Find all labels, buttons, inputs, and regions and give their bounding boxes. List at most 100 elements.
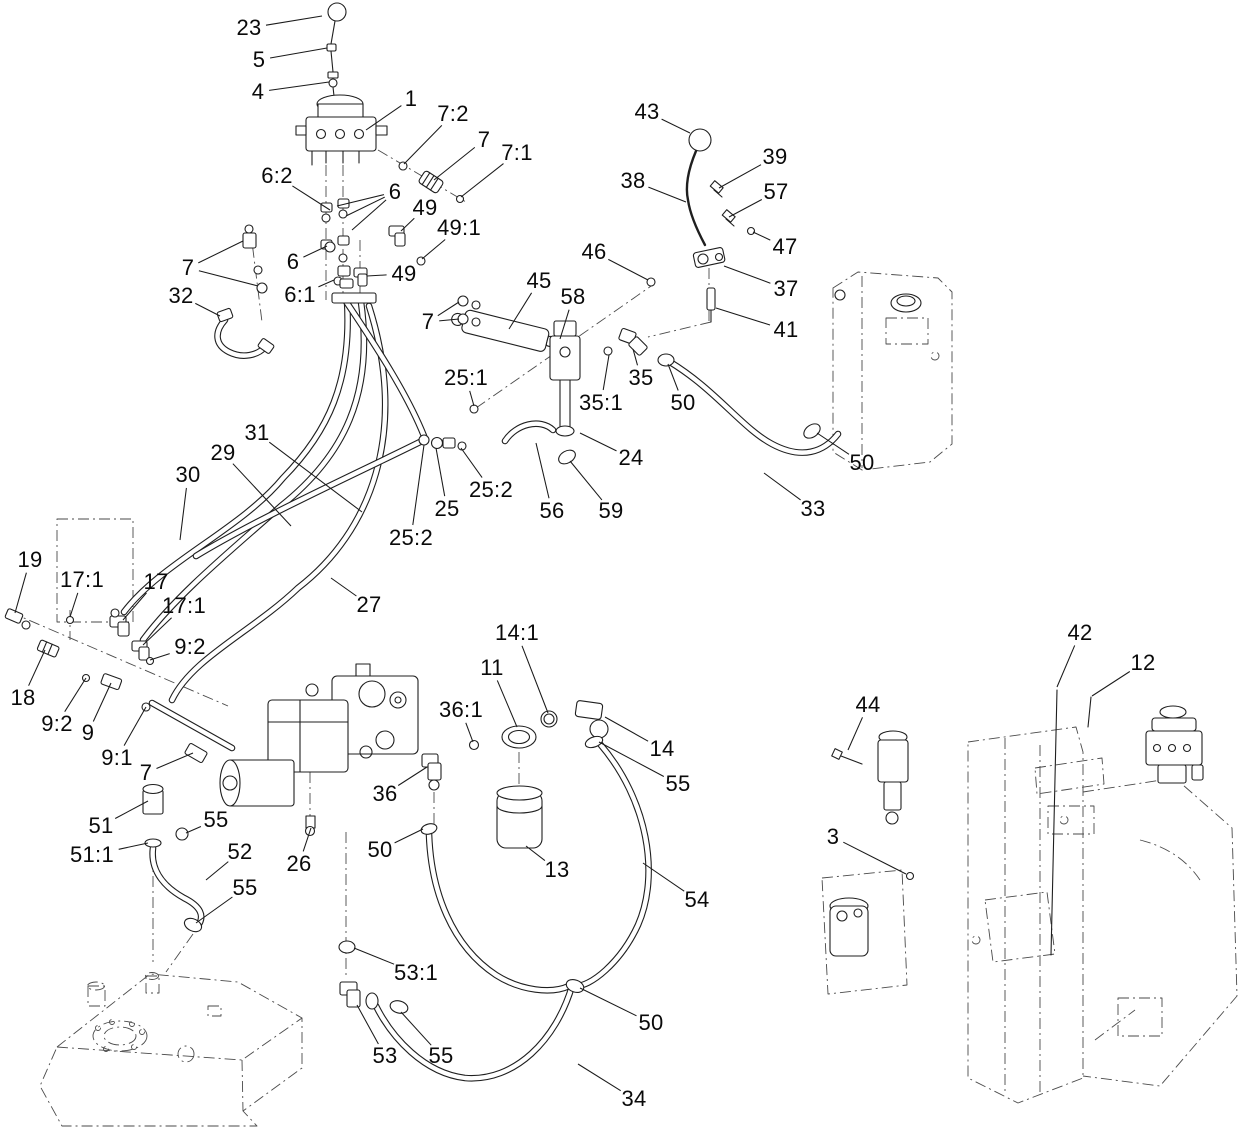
leader-line-3 (843, 841, 907, 875)
callout-9-2: 9:2 (174, 634, 206, 659)
callout-51-1: 51:1 (69, 842, 115, 867)
leader-line-31 (268, 441, 363, 513)
hydraulic-tank-outline-sketch (39, 972, 303, 1127)
hose-56-sketch (505, 424, 576, 465)
leader-line-39 (718, 164, 762, 189)
leader-line-55 (185, 826, 202, 834)
frame-outline-sketch (821, 726, 1238, 1104)
elbow-36-sketch (420, 739, 480, 835)
callout-3: 3 (826, 824, 840, 849)
leader-line-26 (302, 827, 312, 852)
leader-line-6-2 (292, 185, 331, 211)
callout-50: 50 (670, 390, 696, 415)
leader-line-37 (723, 265, 771, 284)
callout-39: 39 (762, 144, 788, 169)
left-branch-fittings-sketch (242, 224, 268, 294)
callout-36: 36 (372, 781, 398, 806)
oil-filter-sketch (496, 710, 558, 849)
leader-line-25-2 (412, 444, 425, 526)
callout-49-1: 49:1 (436, 215, 482, 240)
elbow-53-sketch (338, 940, 409, 1014)
leader-line-6 (303, 245, 328, 258)
callout-14: 14 (649, 736, 675, 761)
callout-36-1: 36:1 (438, 697, 484, 722)
callout-7: 7 (421, 309, 435, 334)
leader-line-53 (356, 1004, 379, 1045)
leader-line-34 (577, 1063, 621, 1092)
leader-line-32 (195, 302, 221, 317)
callout-29: 29 (210, 440, 236, 465)
callout-9-2: 9:2 (41, 711, 73, 736)
leader-line-35 (632, 348, 639, 366)
callout-32: 32 (168, 283, 194, 308)
callout-6: 6 (388, 179, 402, 204)
callout-55: 55 (203, 807, 229, 832)
hose-34-sketch (376, 834, 585, 1078)
callout-58: 58 (560, 284, 586, 309)
leader-line-30 (179, 487, 187, 541)
valve-24-sketch (418, 320, 675, 451)
leader-line-59 (569, 460, 603, 501)
leader-line-29 (232, 463, 292, 527)
leader-line-4 (269, 81, 330, 91)
leader-line-35-1 (602, 354, 610, 391)
callout-55: 55 (232, 875, 258, 900)
callout-46: 46 (581, 239, 607, 264)
callout-17-1: 17:1 (59, 567, 105, 592)
leader-line-7 (433, 146, 476, 181)
leader-line-49-1 (421, 239, 446, 260)
callout-52: 52 (227, 839, 253, 864)
leader-line-46 (608, 258, 649, 281)
leader-line-7 (156, 752, 194, 769)
callout-54: 54 (684, 887, 710, 912)
leader-line-49 (400, 217, 415, 232)
callout-7-1: 7:1 (501, 140, 533, 165)
leader-line-42 (1056, 645, 1076, 688)
leader-line-53-1 (353, 947, 395, 965)
reservoir-cap-sketch (834, 289, 922, 313)
leader-line-25 (435, 447, 446, 497)
callout-30: 30 (175, 462, 201, 487)
leader-line-58 (559, 309, 570, 340)
callout-35: 35 (628, 365, 654, 390)
leader-line-49 (366, 274, 387, 277)
callout-17: 17 (143, 569, 169, 594)
leader-line-9-1 (123, 706, 147, 746)
leader-line-9-2 (149, 653, 170, 661)
callout-7-2: 7:2 (437, 101, 469, 126)
leader-line-6 (345, 196, 385, 217)
callout-49: 49 (391, 261, 417, 286)
callout-42: 42 (1067, 620, 1093, 645)
leader-line-9-2 (64, 677, 87, 712)
pump-sketch (219, 663, 419, 837)
leader-line-55 (598, 741, 665, 777)
leader-line-9 (92, 682, 112, 722)
leader-line-50 (667, 363, 679, 391)
valve-12-sketch (1050, 689, 1204, 956)
leader-line-24 (579, 432, 617, 452)
leader-line-57 (728, 199, 763, 218)
callout-57: 57 (763, 179, 789, 204)
leader-line-27 (330, 577, 357, 597)
leader-line-55 (195, 896, 233, 924)
leader-line-38 (648, 186, 687, 203)
callout-1: 1 (404, 86, 418, 111)
callout-23: 23 (236, 15, 262, 40)
callout-11: 11 (480, 655, 504, 680)
callout-55: 55 (428, 1043, 454, 1068)
leader-line-7 (198, 270, 259, 287)
callout-50: 50 (367, 837, 393, 862)
leader-line-7-2 (403, 125, 443, 165)
callout-56: 56 (539, 498, 565, 523)
callout-55: 55 (665, 771, 691, 796)
leader-line-17 (122, 592, 147, 621)
leader-line-50 (394, 828, 424, 844)
callout-27: 27 (356, 592, 382, 617)
leader-line-7 (198, 240, 244, 264)
elbow-17-1-sketch (131, 640, 150, 661)
callout-7: 7 (477, 127, 491, 152)
hose-33-sketch (670, 362, 838, 453)
leader-line-36-1 (465, 722, 474, 743)
